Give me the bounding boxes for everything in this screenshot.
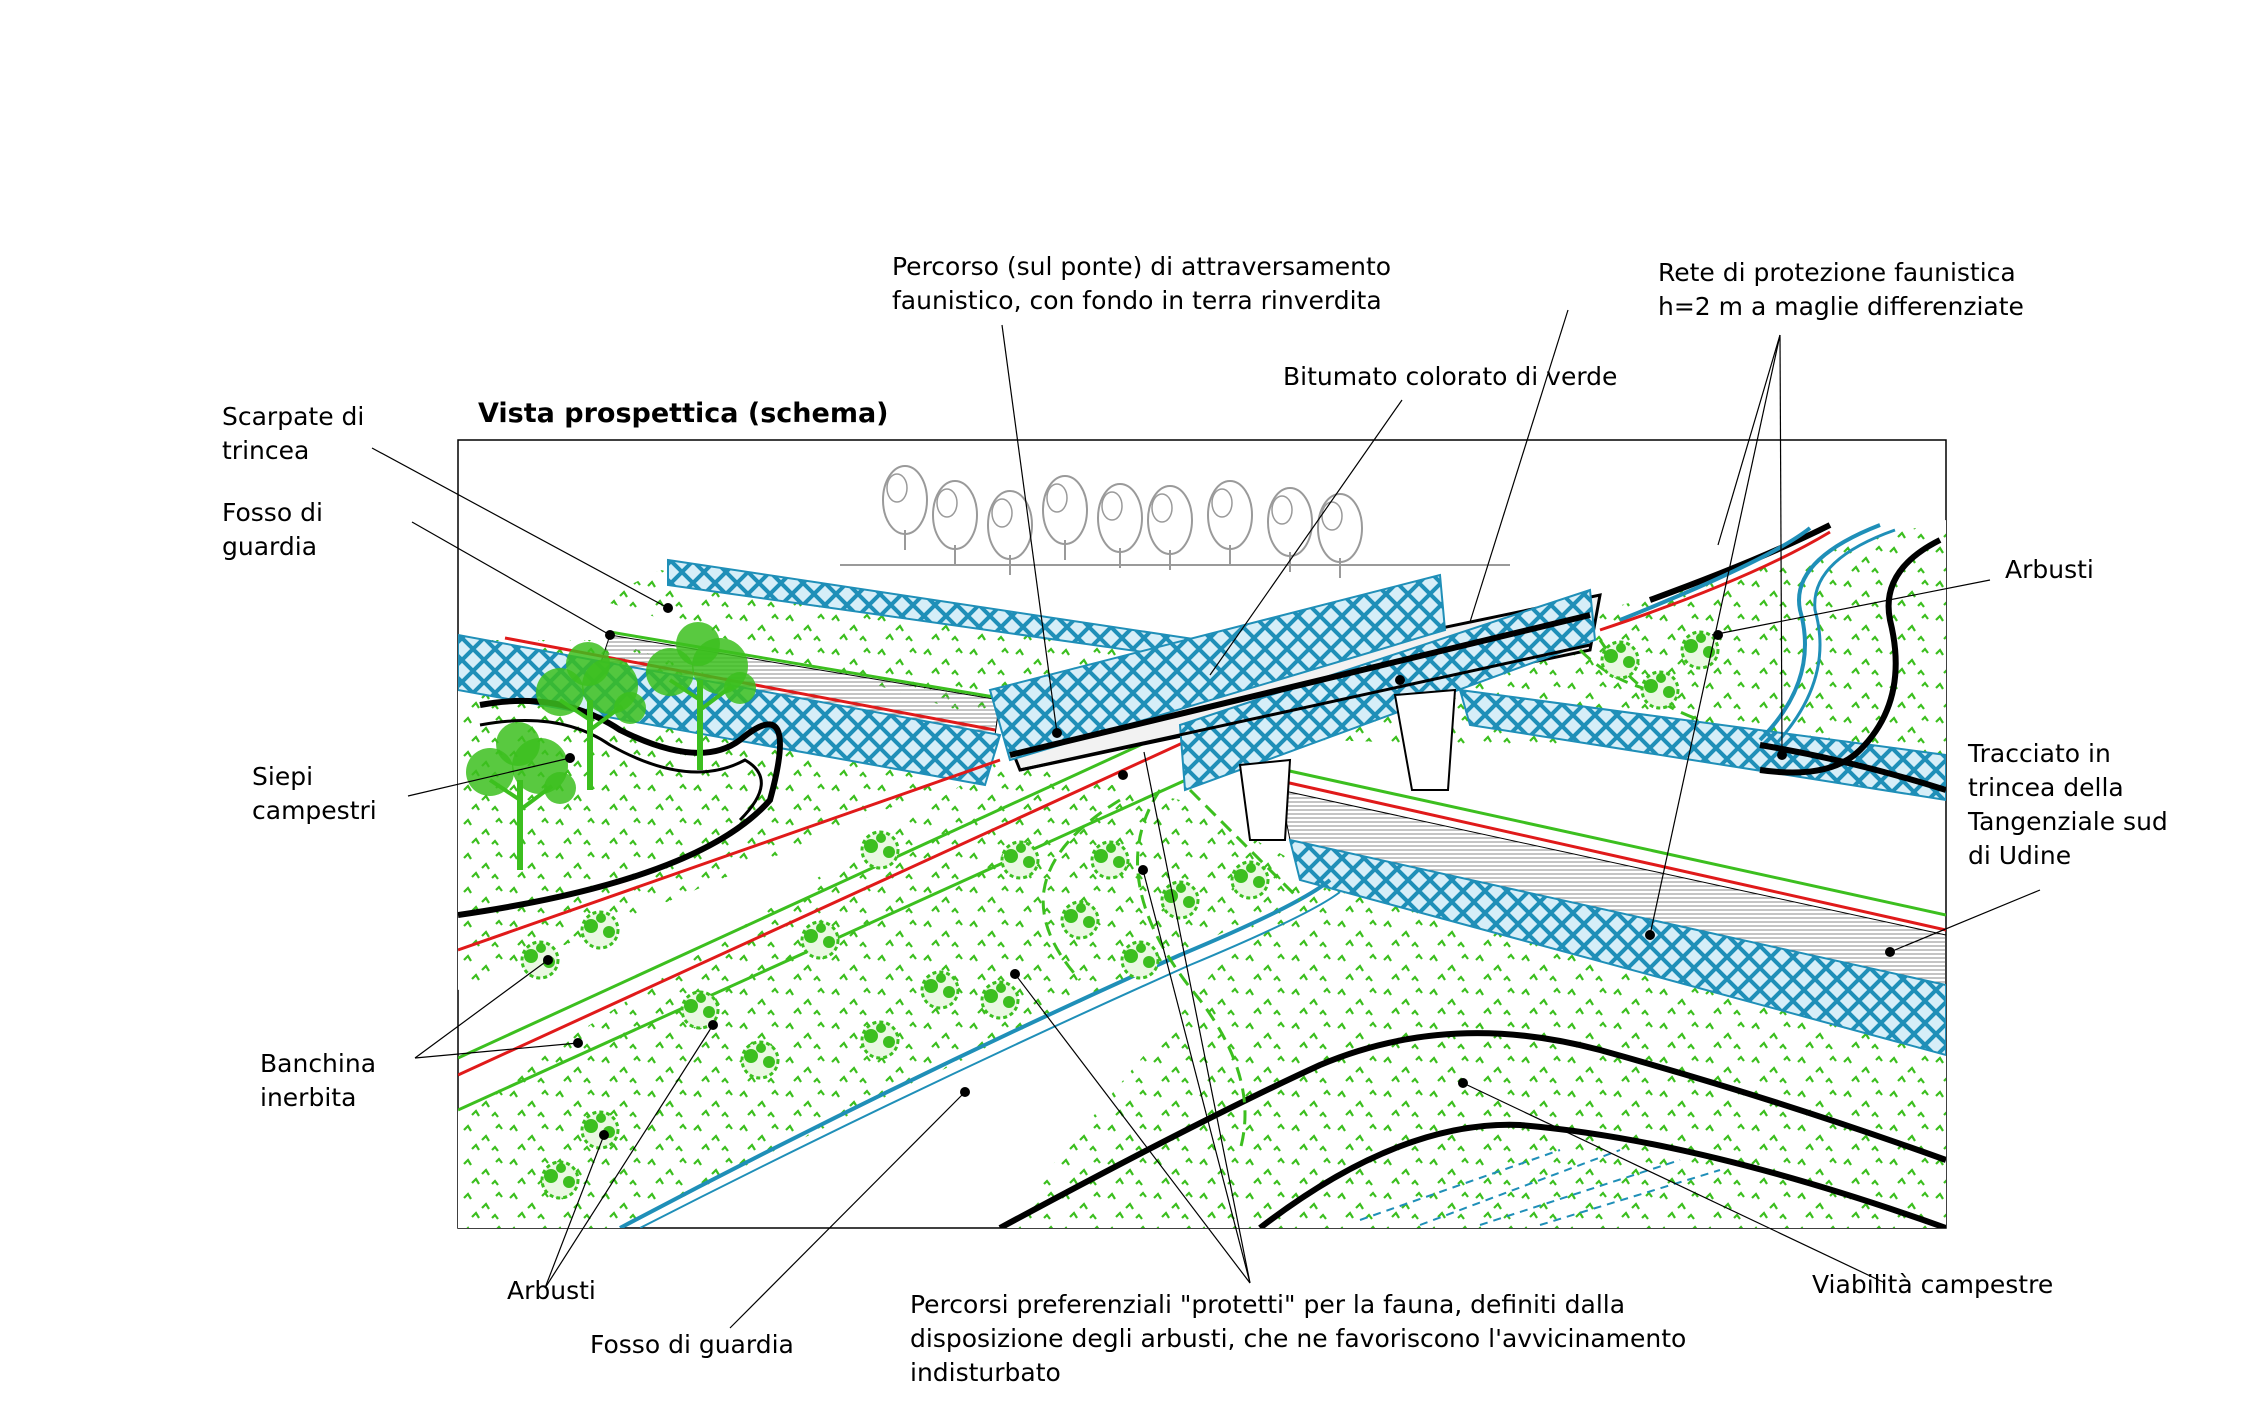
label-bitumato: Bitumato colorato di verde	[1283, 362, 1618, 391]
label-rete-protezione: Rete di protezione faunistica h=2 m a ma…	[1658, 258, 2024, 321]
label-percorsi-preferenziali: Percorsi preferenziali "protetti" per la…	[910, 1290, 1687, 1387]
fence-right-lower	[1288, 838, 1946, 1057]
label-arbusti-right: Arbusti	[2005, 555, 2094, 584]
bridge-pier-left	[1238, 758, 1292, 841]
leader-dots	[543, 603, 1895, 1140]
label-fosso-guardia-top: Fosso di guardia	[222, 498, 323, 561]
label-fosso-guardia-bottom: Fosso di guardia	[590, 1330, 794, 1359]
label-arbusti-bottom: Arbusti	[507, 1276, 596, 1305]
background-trees	[840, 465, 1510, 579]
label-percorso-ponte: Percorso (sul ponte) di attraversamento …	[892, 252, 1392, 315]
bridge-pier-right	[1393, 688, 1457, 791]
diagram-title: Vista prospettica (schema)	[478, 398, 889, 429]
label-tracciato: Tracciato in trincea della Tangenziale s…	[1968, 739, 2168, 870]
bridge-panel-left	[988, 573, 1447, 762]
label-siepi: Siepi campestri	[252, 762, 377, 825]
leader-lines	[371, 309, 2041, 1329]
label-scarpate: Scarpate di trincea	[222, 402, 365, 465]
label-banchina: Banchina inerbita	[260, 1049, 377, 1112]
label-viabilita: Viabilità campestre	[1812, 1270, 2054, 1299]
